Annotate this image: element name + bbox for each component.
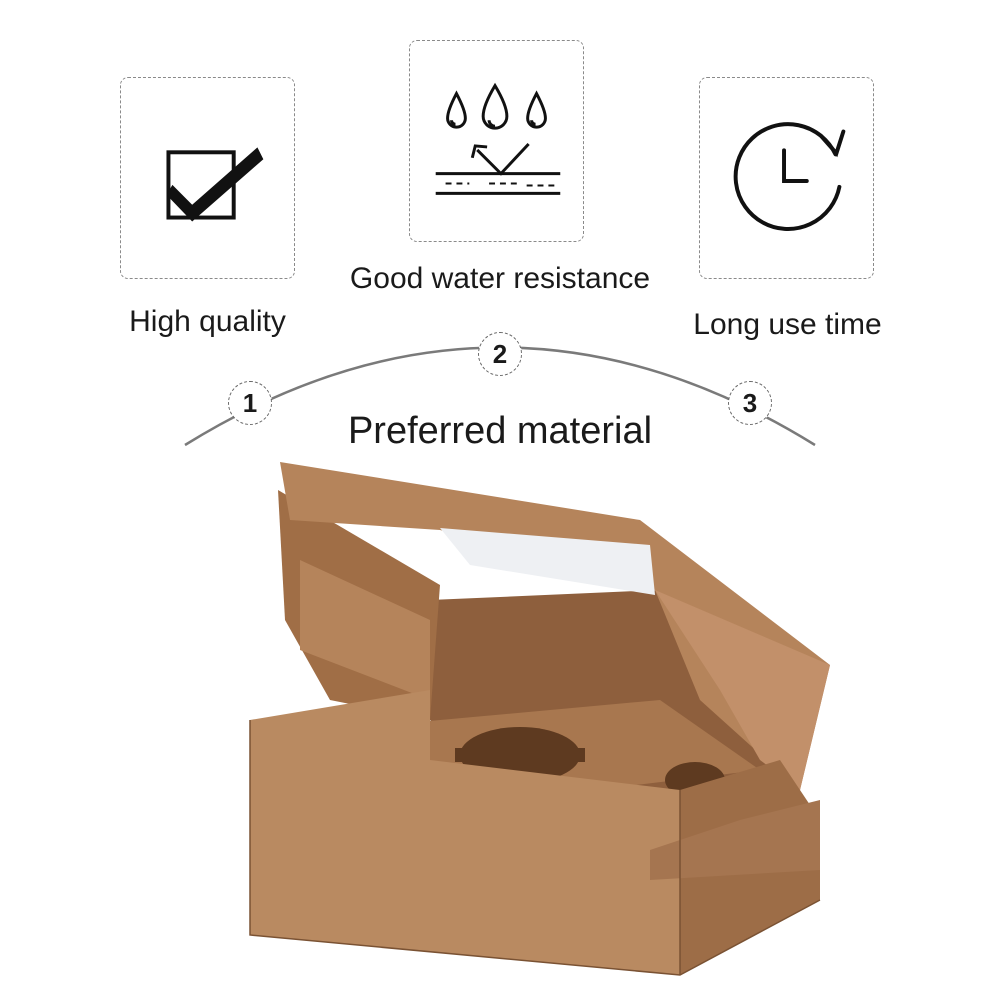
step-badge-1: 1 xyxy=(228,381,272,425)
feature-card-long-use-time xyxy=(699,77,874,279)
water-resistance-icon xyxy=(435,82,561,195)
step-badge-3: 3 xyxy=(728,381,772,425)
timeline-arc xyxy=(184,346,816,447)
feature-label-long-use-time: Long use time xyxy=(693,308,882,341)
step-number: 2 xyxy=(492,338,508,369)
checkbox-checked-icon xyxy=(166,147,264,222)
step-number: 1 xyxy=(242,387,258,418)
step-badge-2: 2 xyxy=(478,332,522,376)
step-number: 3 xyxy=(742,387,758,418)
kraft-cupcake-box-image xyxy=(249,462,830,976)
feature-label-high-quality: High quality xyxy=(129,305,286,338)
feature-card-high-quality xyxy=(120,77,295,279)
feature-label-water-resistance: Good water resistance xyxy=(349,262,651,295)
section-title: Preferred material xyxy=(347,410,653,452)
clock-icon xyxy=(733,122,846,231)
feature-card-water-resistance xyxy=(409,40,584,242)
